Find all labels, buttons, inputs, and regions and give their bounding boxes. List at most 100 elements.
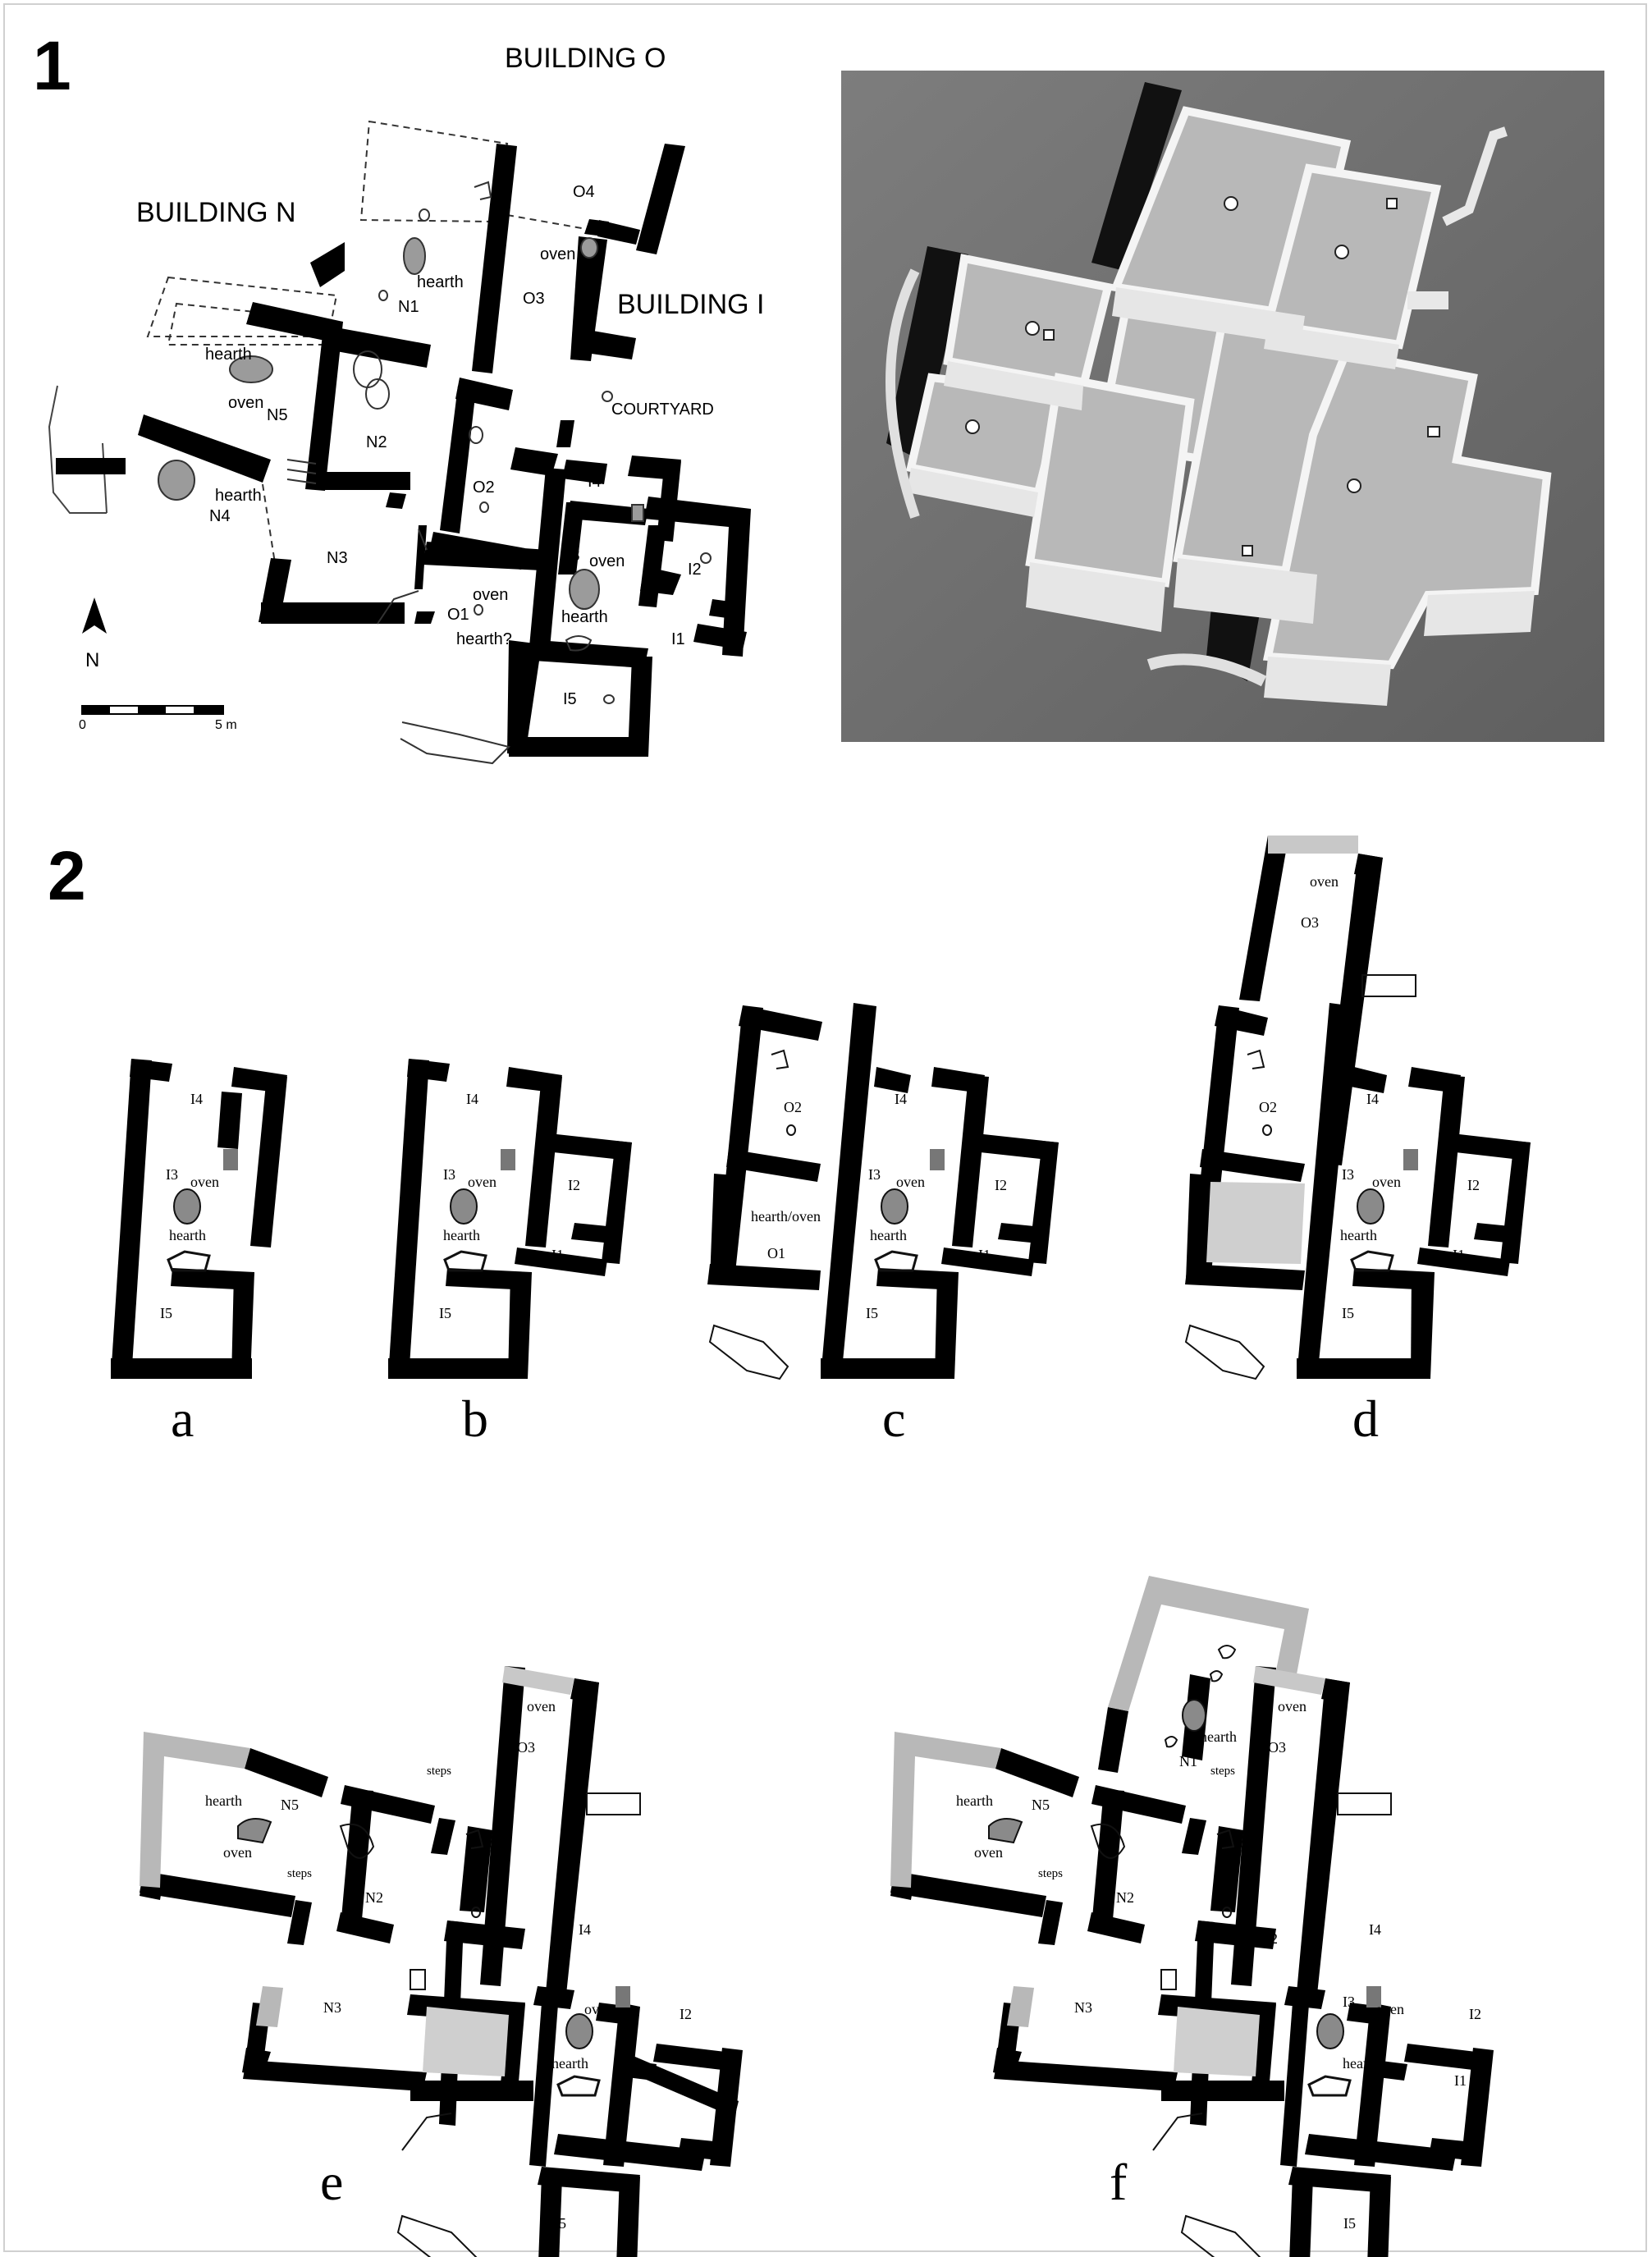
reconstruction-render [841, 71, 1604, 742]
room-o4: O4 [573, 183, 595, 201]
phase-f-i1: I1 [1454, 2072, 1467, 2089]
phase-label-a: a [171, 1389, 194, 1448]
phase-d-oven: oven [1310, 873, 1339, 890]
phase-d-i3: I3 [1342, 1166, 1354, 1183]
phase-b-i5: I5 [439, 1305, 451, 1321]
room-i2: I2 [688, 561, 702, 579]
phase-f-i4: I4 [1369, 1921, 1381, 1938]
label-courtyard: COURTYARD [611, 401, 714, 419]
phase-c-walls [707, 1003, 1059, 1379]
room-o3: O3 [523, 290, 545, 308]
phase-b-i1: I1 [551, 1247, 564, 1263]
phase-b-i2: I2 [568, 1177, 580, 1193]
phase-label-c: c [882, 1389, 905, 1448]
phase-e-steps-top: steps [427, 1765, 451, 1778]
label-hearth-n5: hearth [205, 346, 252, 364]
room-i4: I4 [588, 473, 602, 491]
phase-f-n2: N2 [1116, 1889, 1134, 1906]
phase-e-i1: I1 [665, 2072, 677, 2089]
room-i3: I3 [566, 547, 580, 565]
phase-b-oven: oven [468, 1174, 497, 1190]
phase-c-hearth-oven: hearth/oven [751, 1208, 821, 1225]
phase-d-features [1184, 836, 1418, 1380]
phase-f-o3: O3 [1268, 1739, 1286, 1756]
phase-c-i2: I2 [995, 1177, 1007, 1193]
left-boundary [48, 385, 107, 514]
phase-f-hearth-n5: hearth [956, 1792, 993, 1809]
phase-e-n5: N5 [281, 1797, 299, 1813]
room-n4: N4 [209, 507, 231, 525]
phase-c-o2: O2 [784, 1099, 802, 1115]
label-building-n: BUILDING N [136, 197, 296, 228]
phase-f-hearth-i3: hearth [1343, 2055, 1380, 2072]
phase-a-i5: I5 [160, 1305, 172, 1321]
phase-d-i4: I4 [1366, 1091, 1379, 1107]
render-curved-wall-left [885, 268, 920, 519]
phase-b-i3: I3 [443, 1166, 455, 1183]
figure-frame [3, 3, 1647, 2252]
room-n3: N3 [327, 549, 348, 567]
phase-c-i5: I5 [866, 1305, 878, 1321]
scale-zero: 0 [79, 718, 86, 732]
phase-e-steps-bottom: steps [287, 1867, 312, 1880]
render-chimneys [965, 196, 1440, 556]
label-oven-n5: oven [228, 394, 263, 412]
walls [56, 144, 751, 757]
phase-c-features [708, 1049, 945, 1380]
phase-d-i2: I2 [1467, 1177, 1480, 1193]
room-o1: O1 [447, 606, 469, 624]
render-small-block [1407, 291, 1448, 309]
phase-e-oven-n5: oven [223, 1844, 252, 1861]
panel-number-2: 2 [48, 837, 86, 914]
phase-b-i4: I4 [466, 1091, 478, 1107]
phase-f-oven-i3: oven [1375, 2001, 1404, 2017]
phase-d-o2: O2 [1259, 1099, 1277, 1115]
phase-d-walls [1185, 836, 1531, 1379]
phase-b-hearth: hearth [443, 1227, 480, 1243]
phase-d-i1: I1 [1453, 1247, 1465, 1263]
phase-f-oven-o3: oven [1278, 1698, 1306, 1714]
phase-e-n3: N3 [323, 1999, 341, 2016]
phase-e-o2: O2 [468, 1930, 486, 1947]
phase-d-o3: O3 [1301, 914, 1319, 931]
phase-f-n5: N5 [1032, 1797, 1050, 1813]
render-roofs [905, 106, 1552, 670]
phase-label-b: b [462, 1389, 488, 1448]
north-arrow-icon [82, 597, 107, 634]
phase-f-n1: N1 [1179, 1753, 1197, 1769]
scale-bar [81, 705, 224, 715]
phase-e-n2: N2 [365, 1889, 383, 1906]
label-hearth-i3: hearth [561, 608, 608, 626]
phase-d-i5: I5 [1342, 1305, 1354, 1321]
panel-number-1: 1 [33, 27, 71, 104]
label-hearth-n1: hearth [417, 273, 464, 291]
phase-f-oven-n5: oven [974, 1844, 1003, 1861]
phase-c-hearth: hearth [870, 1227, 907, 1243]
phase-c-i1: I1 [978, 1247, 991, 1263]
phase-e-hearth-n5: hearth [205, 1792, 242, 1809]
label-building-o: BUILDING O [505, 43, 666, 74]
phase-f-steps-bottom: steps [1038, 1867, 1063, 1880]
label-hearth-q-o1: hearth? [456, 630, 512, 648]
label-hearth-n4: hearth [215, 487, 262, 505]
label-oven-o3: oven [540, 245, 575, 263]
phase-e-oven-i3: oven [584, 2001, 613, 2017]
phase-c-i3: I3 [868, 1166, 881, 1183]
label-oven-i3: oven [589, 552, 625, 570]
phase-b-features [443, 1149, 515, 1272]
stair-lines [286, 459, 428, 551]
phase-f-walls [890, 1666, 1494, 2257]
room-n1: N1 [398, 298, 419, 316]
phase-e-oven-o3: oven [527, 1698, 556, 1714]
label-building-i: BUILDING I [617, 289, 764, 320]
room-i1: I1 [671, 630, 685, 648]
phase-d-hearth: hearth [1340, 1227, 1377, 1243]
render-curved-wall-bottom [1146, 653, 1267, 687]
pits [353, 181, 712, 765]
phase-a-hearth: hearth [169, 1227, 206, 1243]
phase-f-i3: I3 [1343, 1994, 1355, 2010]
phase-f-o2: O2 [1260, 1930, 1278, 1947]
phase-e-i2: I2 [680, 2006, 692, 2022]
phase-a-i3: I3 [166, 1166, 178, 1183]
